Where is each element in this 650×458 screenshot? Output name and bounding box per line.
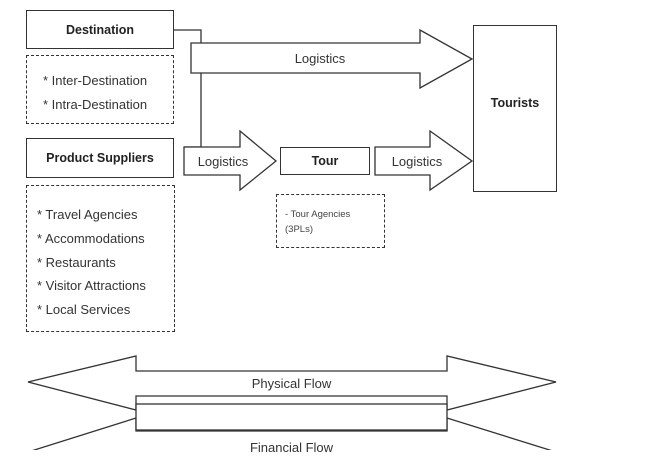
supplier-item: * Local Services <box>37 302 131 318</box>
top-logistics-arrow <box>190 28 474 90</box>
mid-right-logistics-arrow <box>374 129 474 192</box>
product-suppliers-title: Product Suppliers <box>46 151 154 165</box>
destination-item: * Intra-Destination <box>43 97 148 112</box>
financial-flow-label: Financial Flow <box>249 439 334 455</box>
mid-right-logistics-label: Logistics <box>391 153 443 169</box>
physical-flow-arrow <box>27 355 557 411</box>
mid-left-logistics-label: Logistics <box>197 153 249 169</box>
tour-note-box: - Tour Agencies (3PLs) <box>276 194 385 248</box>
tourists-title: Tourists <box>490 96 540 110</box>
tour-note-line1: - Tour Agencies <box>285 209 351 220</box>
tour-box: Tour <box>280 147 370 175</box>
destination-title: Destination <box>65 22 135 37</box>
destination-box: Destination <box>26 10 174 49</box>
tourists-box: Tourists <box>473 25 557 192</box>
supplier-item: * Accommodations <box>37 230 145 246</box>
product-suppliers-list-box: * Travel Agencies * Accommodations * Res… <box>26 185 175 332</box>
tour-title: Tour <box>311 154 339 168</box>
destination-list-box: * Inter-Destination * Intra-Destination <box>26 55 174 124</box>
tour-note-line2: (3PLs) <box>285 224 313 235</box>
top-logistics-label: Logistics <box>294 50 346 66</box>
product-suppliers-box: Product Suppliers <box>26 138 174 178</box>
supplier-item: * Restaurants <box>37 254 116 270</box>
mid-left-logistics-arrow <box>183 129 278 192</box>
supplier-item: * Visitor Attractions <box>37 278 146 294</box>
physical-flow-label: Physical Flow <box>251 376 332 391</box>
financial-flow-bar <box>135 403 448 431</box>
destination-item: * Inter-Destination <box>43 73 148 88</box>
supplier-item: * Travel Agencies <box>37 207 138 222</box>
